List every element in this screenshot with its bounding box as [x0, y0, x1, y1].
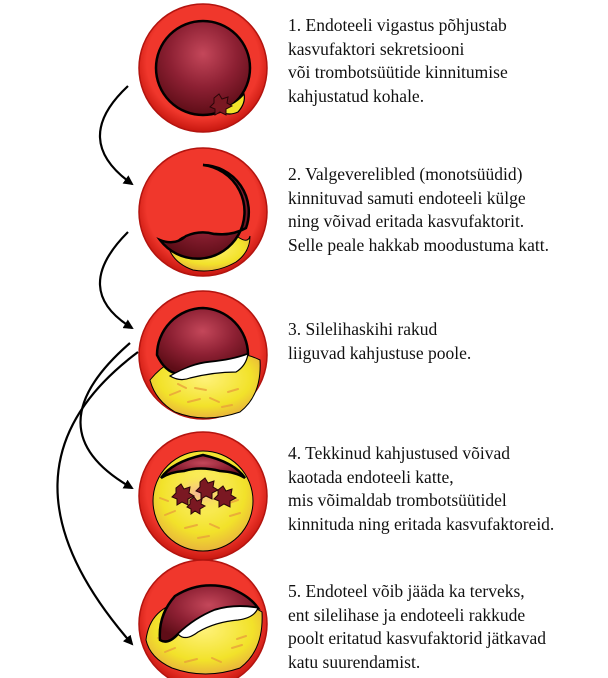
- step-1-text: 1. Endoteeli vigastus põhjustab kasvufak…: [288, 14, 606, 108]
- arrow-3-to-4: [80, 343, 132, 488]
- vessel-stage-5: [139, 560, 267, 678]
- step-3-text: 3. Silelihaskihi rakud liiguvad kahjustu…: [288, 318, 606, 365]
- arrow-3-to-5: [57, 352, 138, 644]
- step-4-text: 4. Tekkinud kahjustused võivad kaotada e…: [288, 442, 606, 536]
- vessel-stage-3: [139, 291, 267, 419]
- arrow-2-to-3: [100, 232, 132, 328]
- step-5-text: 5. Endoteel võib jääda ka terveks, ent s…: [288, 580, 606, 674]
- vessel-stage-1: [139, 4, 267, 132]
- vessel-stage-4: [139, 432, 267, 560]
- arrow-1-to-2: [100, 86, 132, 184]
- vessel-stage-2: [139, 148, 267, 276]
- step-2-text: 2. Valgeverelibled (monotsüüdid) kinnitu…: [288, 163, 606, 257]
- progression-arrows: [57, 86, 138, 644]
